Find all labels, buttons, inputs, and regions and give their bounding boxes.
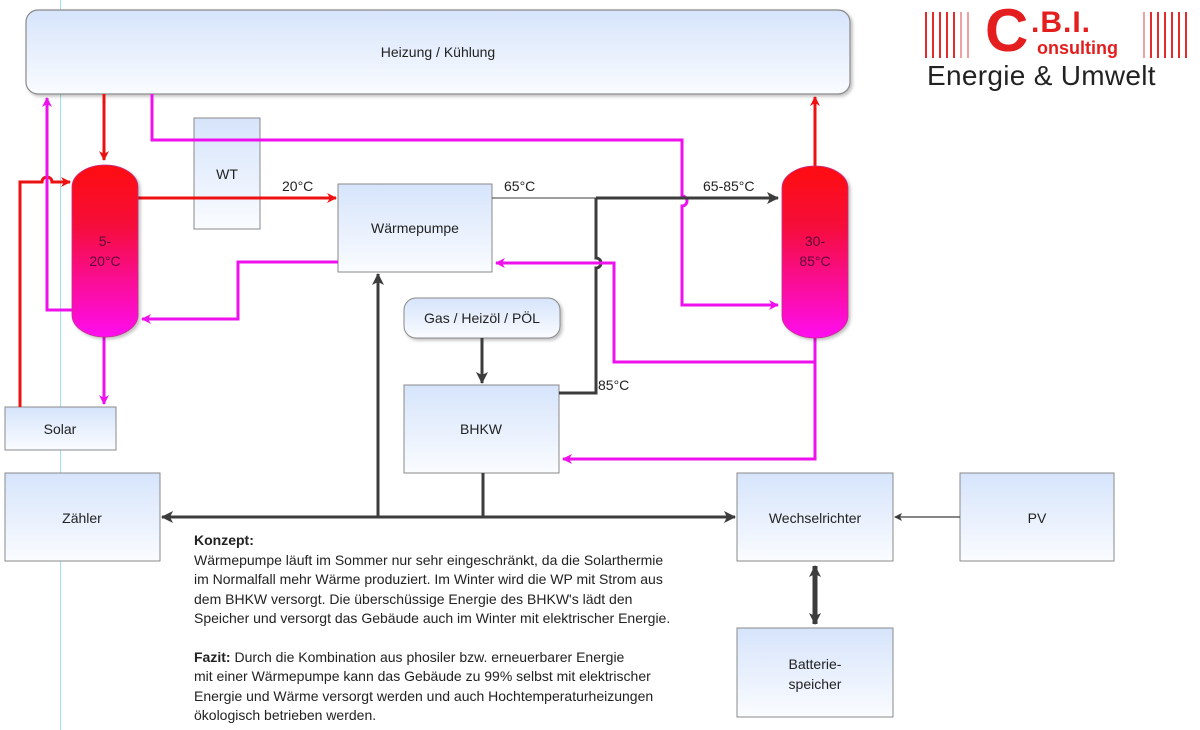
waermepumpe-box: Wärmepumpe	[337, 183, 493, 273]
wt-box: WT	[193, 117, 261, 230]
fazit-line: ökologisch betrieben werden.	[194, 707, 377, 723]
zaehler-box: Zähler	[4, 472, 161, 562]
fazit-line: Durch die Kombination aus phosiler bzw. …	[230, 648, 625, 665]
logo-bars-left	[925, 12, 969, 58]
temp-label-20: 20°C	[282, 178, 313, 194]
heizung-label: Heizung / Kühlung	[381, 44, 495, 60]
waermepumpe-label: Wärmepumpe	[371, 220, 459, 236]
logo-onsulting: onsulting	[1037, 38, 1118, 58]
tank-high-line2: 85°C	[799, 253, 830, 269]
solar-box: Solar	[4, 406, 117, 451]
konzept-title: Konzept:	[194, 532, 254, 548]
pipe-waermepumpe-to-tank-low	[141, 260, 338, 324]
pipe-solar-to-tank-low	[18, 175, 71, 407]
guide-line	[60, 0, 61, 730]
fazit-title: Fazit:	[194, 648, 231, 665]
logo-letters-bi: .B.I.	[1031, 6, 1092, 39]
pipe-return-heizung-to-tank-high	[150, 94, 779, 310]
bhkw-box: BHKW	[403, 384, 560, 474]
temp-label-85: 85°C	[598, 377, 629, 393]
logo-letter-c: C	[985, 0, 1029, 64]
temp-label-65-85: 65-85°C	[703, 178, 755, 194]
konzept-line: im Normalfall mehr Wärme produziert. Im …	[194, 571, 663, 587]
tank-low-temp: 5- 20°C	[71, 164, 139, 338]
pipe-bhkw-85	[559, 198, 603, 395]
fazit-line: Energie und Wärme versorgt werden und au…	[194, 687, 654, 704]
gas-label: Gas / Heizöl / PÖL	[424, 309, 540, 326]
fazit-line: mit einer Wärmepumpe kann das Gebäude zu…	[194, 668, 651, 684]
bhkw-label: BHKW	[460, 421, 503, 437]
gas-heizoel-poel-box: Gas / Heizöl / PÖL	[403, 297, 561, 339]
solar-label: Solar	[44, 421, 77, 437]
pv-box: PV	[959, 472, 1115, 562]
logo-tagline: Energie & Umwelt	[927, 60, 1156, 91]
konzept-line: dem BHKW versorgt. Die überschüssige Ene…	[194, 590, 633, 607]
batteriespeicher-box: Batterie- speicher	[736, 627, 894, 718]
heizung-kuehlung-box: Heizung / Kühlung	[25, 9, 851, 95]
zaehler-label: Zähler	[62, 510, 102, 526]
konzept-line: Speicher und versorgt das Gebäude auch i…	[194, 610, 671, 626]
cbi-consulting-logo: C .B.I. onsulting Energie & Umwelt	[925, 0, 1195, 94]
tank-low-line1: 5-	[99, 233, 112, 249]
tank-high-line1: 30-	[805, 233, 826, 249]
konzept-line: Wärmepumpe läuft im Sommer nur sehr eing…	[194, 551, 664, 568]
pv-label: PV	[1028, 510, 1047, 526]
wechselrichter-label: Wechselrichter	[769, 510, 862, 526]
batterie-label-line1: Batterie-	[789, 656, 842, 672]
pipe-tank-high-to-waermepumpe	[495, 258, 817, 364]
batterie-label-line2: speicher	[789, 676, 842, 692]
wechselrichter-box: Wechselrichter	[736, 472, 894, 562]
logo-bars-right	[1143, 12, 1187, 58]
pipe-tank-high-to-bhkw	[562, 362, 817, 464]
pipe-tank-low-to-heizung	[42, 97, 72, 312]
tank-low-line2: 20°C	[89, 253, 120, 269]
notes-section: Konzept: Wärmepumpe läuft im Sommer nur …	[194, 531, 734, 726]
wt-label: WT	[216, 166, 238, 182]
temp-label-65: 65°C	[504, 178, 535, 194]
tank-high-temp: 30- 85°C	[781, 165, 849, 339]
